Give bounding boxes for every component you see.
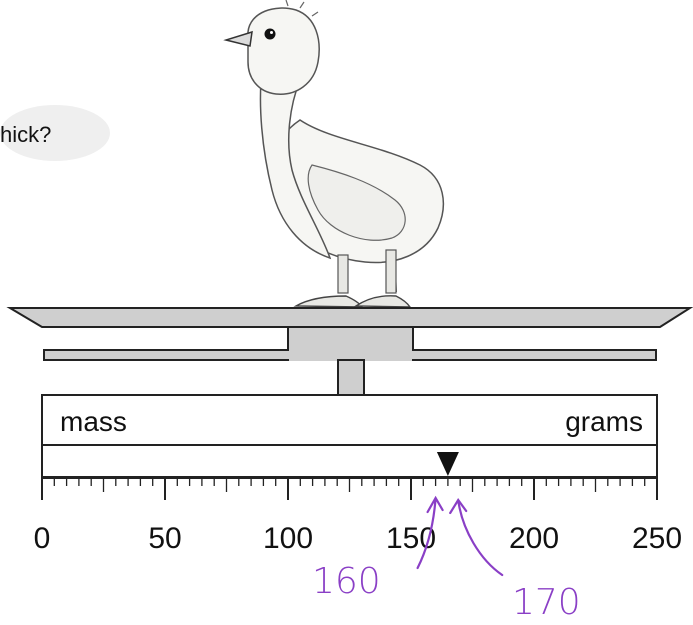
- grams-label: grams: [565, 406, 643, 437]
- annotation-160: 160: [312, 561, 381, 602]
- scale-pan: [6, 307, 693, 328]
- tick-label: 0: [34, 522, 51, 555]
- annotation-170: 170: [512, 582, 581, 623]
- handwritten-annotations: 160 170: [312, 495, 581, 623]
- tick-label: 200: [509, 522, 559, 555]
- mass-label: mass: [60, 406, 127, 437]
- annotation-arrow-160: [416, 495, 444, 570]
- speech-bubble: [0, 105, 110, 161]
- tick-label: 50: [148, 522, 181, 555]
- chick-illustration: [223, 0, 445, 308]
- ruler-ticks: [41, 478, 658, 500]
- question-text: hick?: [0, 122, 51, 147]
- scale-pointer: [436, 452, 459, 476]
- annotation-arrow-170: [449, 498, 504, 577]
- tick-label: 250: [632, 522, 682, 555]
- scale-dial-box: [41, 444, 658, 478]
- scale-stem: [337, 359, 365, 397]
- tick-label: 100: [263, 522, 313, 555]
